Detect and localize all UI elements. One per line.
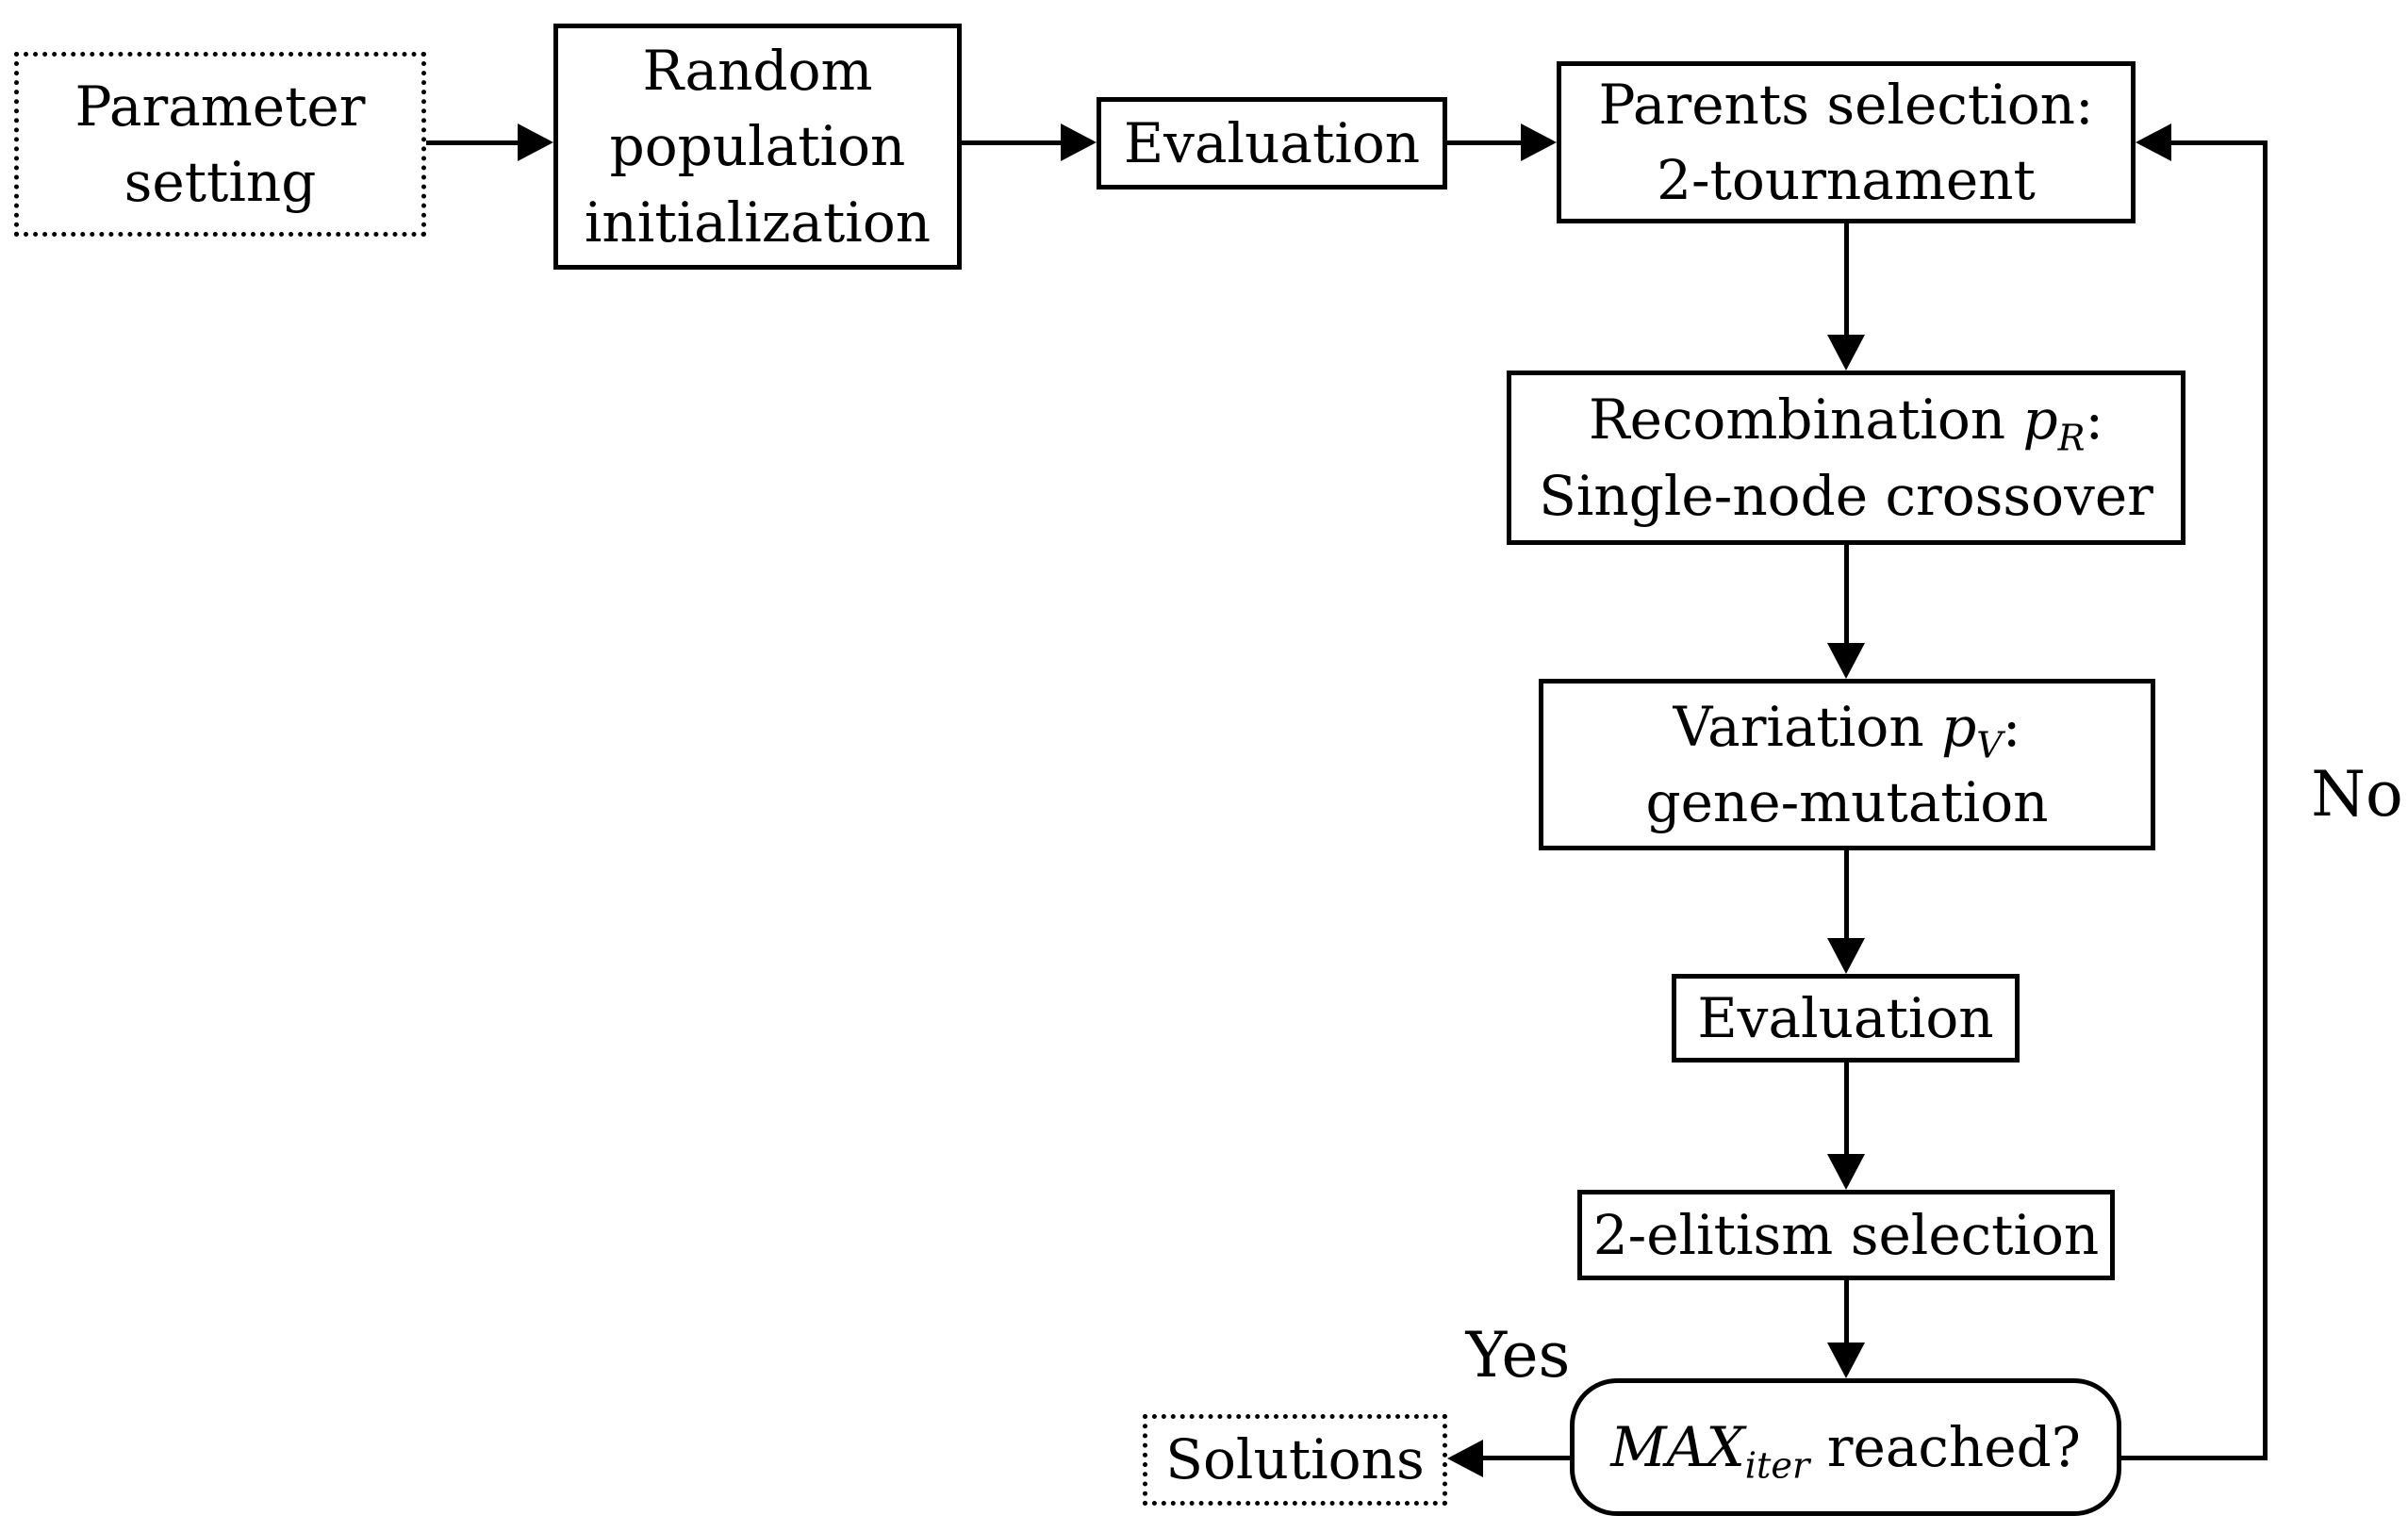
node-parameter-setting-line2: setting [124,150,317,214]
edge-parents-to-recombination-arrowhead [1827,335,1865,371]
node-evaluation-2-label: Evaluation [1697,985,1994,1050]
node-variation-var: p [1941,694,1977,759]
node-max-iter-sub-text: iter [1744,1444,1810,1488]
edge-evaluation2-to-elitism-shaft [1844,1063,1849,1157]
node-parameter-setting-line1: Parameter [74,74,366,139]
node-recombination-colon: : [2085,387,2104,453]
node-recombination-sub-text: R [2057,418,2086,461]
edge-init-to-evaluation1-shaft [962,140,1064,145]
node-evaluation-1-label: Evaluation [1123,110,1421,175]
node-solutions-label: Solutions [1165,1427,1425,1492]
node-recombination-sub: R [2058,418,2086,460]
edge-evaluation1-to-parents-shaft [1447,140,1523,145]
node-max-iter-sub: iter [1745,1445,1810,1488]
node-evaluation-2: Evaluation [1672,974,2020,1063]
node-parameter-setting: Parameter setting [14,52,426,237]
node-parents-selection-line1: Parents selection: [1598,72,2094,137]
node-variation-line2: gene-mutation [1645,770,2049,834]
edge-yes-to-solutions-arrowhead [1447,1440,1483,1477]
node-elitism-selection-label: 2-elitism selection [1592,1202,2100,1267]
node-random-init-line1: Random [642,39,873,104]
node-variation-sub: V [1976,725,2003,767]
edge-no-loop-vertical-shaft [2263,140,2268,1460]
edge-recombination-to-variation-arrowhead [1827,643,1865,679]
edge-evaluation2-to-elitism-arrowhead [1827,1154,1865,1190]
edge-no-loop-bottom-shaft [2117,1456,2268,1460]
node-recombination-var: p [2022,387,2058,453]
node-evaluation-1: Evaluation [1097,97,1447,189]
edge-variation-to-evaluation2-shaft [1844,850,1849,941]
node-elitism-selection: 2-elitism selection [1577,1190,2115,1280]
node-random-init-line2: population [609,114,906,179]
edge-elitism-to-maxcheck-shaft [1844,1280,1849,1346]
node-random-population-initialization: Random population initialization [553,24,962,270]
node-variation-sub-text: V [1976,724,2003,767]
node-recombination: Recombination pR: Single-node crossover [1507,371,2185,545]
node-recombination-prefix: Recombination [1588,387,2023,453]
edge-label-yes: Yes [1465,1319,1571,1392]
node-variation-line1: Variation pV: [1674,689,2021,765]
edge-elitism-to-maxcheck-arrowhead [1827,1343,1865,1378]
node-max-iter-check-line: MAXiter reached? [1610,1409,2081,1485]
node-max-iter-check: MAXiter reached? [1570,1378,2121,1516]
edge-init-to-evaluation1-arrowhead [1061,124,1097,161]
node-parents-selection-line2: 2-tournament [1657,148,2036,212]
node-variation: Variation pV: gene-mutation [1539,679,2155,850]
node-recombination-line2: Single-node crossover [1539,463,2153,528]
edge-parents-to-recombination-shaft [1844,223,1849,337]
edge-variation-to-evaluation2-arrowhead [1827,938,1865,974]
edge-no-loop-top-shaft [2171,140,2268,145]
edge-label-no: No [2311,758,2403,831]
edge-evaluation1-to-parents-arrowhead [1521,124,1557,161]
node-variation-colon: : [2002,694,2021,759]
node-variation-prefix: Variation [1673,694,1942,759]
edge-yes-to-solutions-shaft [1483,1456,1570,1460]
edge-no-loop-arrowhead [2136,124,2171,161]
node-recombination-line1: Recombination pR: [1589,382,2103,457]
node-max-iter-math: MAX [1610,1414,1745,1479]
node-max-iter-suffix: reached? [1809,1414,2081,1479]
node-solutions: Solutions [1143,1414,1447,1506]
edge-recombination-to-variation-shaft [1844,545,1849,647]
node-random-init-line3: initialization [584,189,932,255]
edge-param-to-init-arrowhead [518,124,553,161]
node-parents-selection: Parents selection: 2-tournament [1557,61,2136,223]
edge-param-to-init-shaft [426,140,520,145]
